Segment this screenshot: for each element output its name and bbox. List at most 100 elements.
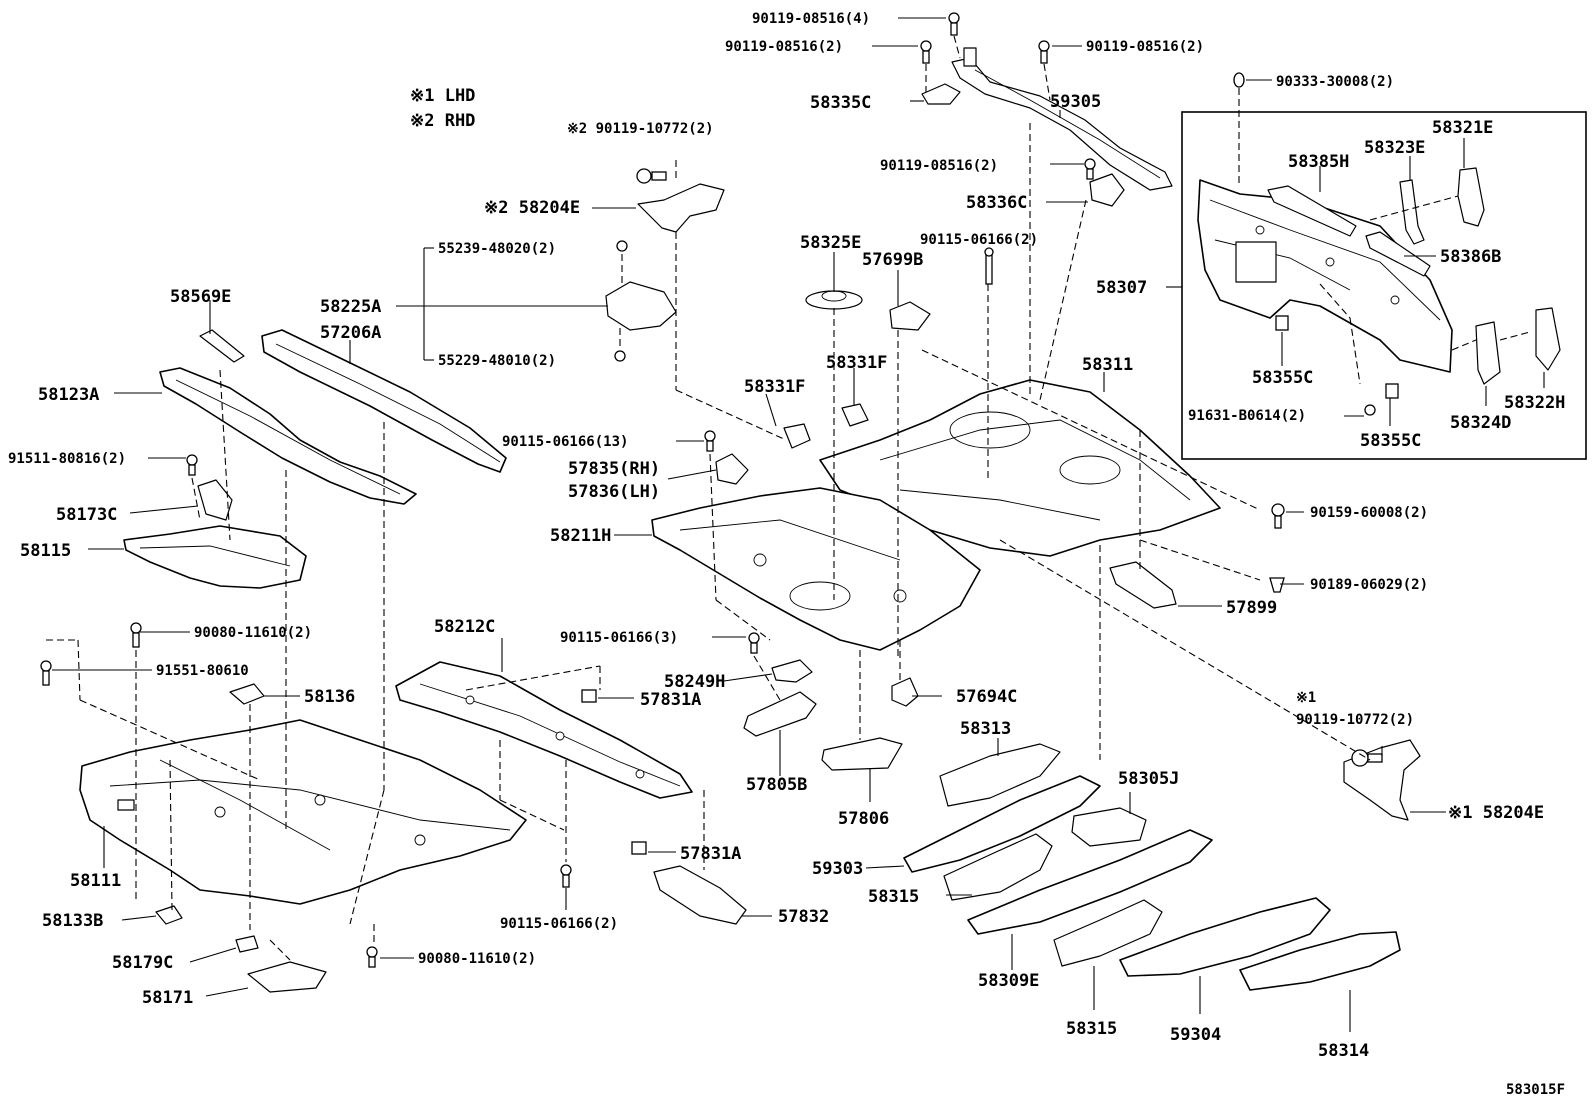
label-58173C: 58173C — [56, 505, 117, 525]
part-58322H — [1535, 307, 1561, 371]
label-58355C-b: 58355C — [1360, 431, 1421, 451]
label-57699B: 57699B — [862, 250, 923, 270]
label-57835: 57835(RH) — [568, 459, 660, 479]
assembly-dashed-lines — [46, 35, 1531, 961]
label-57899: 57899 — [1226, 598, 1277, 618]
part-57831A-clip-b — [631, 841, 647, 855]
label-58171: 58171 — [142, 988, 193, 1008]
part-58331F-b — [841, 403, 869, 427]
diagram-code: 583015F — [1506, 1082, 1565, 1098]
part-58355C-clip-b — [1385, 383, 1399, 399]
label-57832: 57832 — [778, 907, 829, 927]
label-58179C: 58179C — [112, 953, 173, 973]
part-58179C — [235, 935, 259, 953]
label-90115-06166-2b: 90115-06166(2) — [500, 916, 618, 932]
label-91511-80816: 91511-80816(2) — [8, 451, 126, 467]
label-57836: 57836(LH) — [568, 482, 660, 502]
label-58386B: 58386B — [1440, 247, 1501, 267]
part-58331F-a — [783, 423, 811, 449]
label-note1-58204E: ※1 58204E — [1448, 803, 1544, 823]
part-58314 — [1239, 931, 1401, 991]
label-58136: 58136 — [304, 687, 355, 707]
label-59304: 59304 — [1170, 1025, 1221, 1045]
label-58311: 58311 — [1082, 355, 1133, 375]
part-57832 — [653, 865, 747, 925]
part-58569E — [199, 329, 245, 363]
part-58173C — [197, 479, 233, 521]
part-57694C — [891, 677, 919, 707]
leader-lines — [52, 17, 1545, 1032]
label-58385H: 58385H — [1288, 152, 1349, 172]
label-57694C: 57694C — [956, 687, 1017, 707]
sub-assembly-box — [1181, 111, 1587, 460]
part-58336C-bracket — [1089, 173, 1125, 207]
part-58324D — [1475, 321, 1501, 385]
part-58305J — [1071, 807, 1147, 847]
label-note2-58204E: ※2 58204E — [484, 198, 580, 218]
part-57805B — [743, 691, 817, 737]
part-59305-rail — [951, 47, 1173, 191]
label-58307: 58307 — [1096, 278, 1147, 298]
label-55229-48010: 55229-48010(2) — [438, 353, 556, 369]
label-58331F-b: 58331F — [826, 353, 887, 373]
label-90333-30008: 90333-30008(2) — [1276, 74, 1394, 90]
part-58355C-clip-a — [1275, 315, 1289, 331]
part-57831A-clip-a — [581, 689, 597, 703]
part-58204E-rhd — [637, 183, 725, 233]
part-58115 — [123, 525, 307, 589]
label-58324D: 58324D — [1450, 413, 1511, 433]
part-58315-b — [1053, 899, 1163, 967]
label-58212C: 58212C — [434, 617, 495, 637]
label-90159-60008: 90159-60008(2) — [1310, 505, 1428, 521]
label-59305: 59305 — [1050, 92, 1101, 112]
part-58133B — [155, 905, 183, 925]
label-58305J: 58305J — [1118, 769, 1179, 789]
part-58136 — [229, 683, 265, 705]
part-58309E — [967, 829, 1213, 935]
part-58225A-bracket — [605, 281, 677, 331]
label-57805B: 57805B — [746, 775, 807, 795]
label-91551-80610: 91551-80610 — [156, 663, 249, 679]
label-note2-90119-10772: ※2 90119-10772(2) — [567, 121, 714, 137]
part-57806 — [821, 737, 903, 771]
label-58335C: 58335C — [810, 93, 871, 113]
label-58331F-a: 58331F — [744, 377, 805, 397]
label-90080-11610-b: 90080-11610(2) — [418, 951, 536, 967]
label-note1: ※1 — [1296, 690, 1316, 706]
label-58355C-a: 58355C — [1252, 368, 1313, 388]
label-58111: 58111 — [70, 871, 121, 891]
part-57206A-crossmember — [261, 329, 507, 473]
label-59303: 59303 — [812, 859, 863, 879]
label-90080-11610-a: 90080-11610(2) — [194, 625, 312, 641]
label-90119-08516-2b: 90119-08516(2) — [1086, 39, 1204, 55]
label-58133B: 58133B — [42, 911, 103, 931]
part-58123A — [159, 367, 417, 505]
label-90119-08516-2a: 90119-08516(2) — [725, 39, 843, 55]
part-57699B — [889, 301, 931, 331]
label-90119-08516-4: 90119-08516(4) — [752, 11, 870, 27]
label-91631-b0614: 91631-B0614(2) — [1188, 408, 1306, 424]
label-58321E: 58321E — [1432, 118, 1493, 138]
label-90189-06029: 90189-06029(2) — [1310, 577, 1428, 593]
label-58123A: 58123A — [38, 385, 99, 405]
label-58322H: 58322H — [1504, 393, 1565, 413]
part-58323E — [1399, 179, 1425, 245]
part-58307-panel — [1197, 179, 1453, 373]
part-57899 — [1109, 561, 1177, 609]
part-58385H — [1267, 185, 1357, 237]
label-58315-a: 58315 — [868, 887, 919, 907]
label-90119-10772-b: 90119-10772(2) — [1296, 712, 1414, 728]
label-90115-06166-2a: 90115-06166(2) — [920, 232, 1038, 248]
part-labels: 90119-08516(4) 90119-08516(2) 90119-0851… — [8, 11, 1565, 1061]
label-57206A: 57206A — [320, 323, 381, 343]
label-58309E: 58309E — [978, 971, 1039, 991]
label-90115-06166-13: 90115-06166(13) — [502, 434, 628, 450]
label-55239-48020: 55239-48020(2) — [438, 241, 556, 257]
part-58325E-plug — [805, 290, 863, 310]
part-57835-bracket — [715, 453, 749, 485]
bolt-icons — [40, 12, 1383, 968]
label-58569E: 58569E — [170, 287, 231, 307]
part-59304 — [1119, 897, 1331, 977]
part-58321E — [1457, 167, 1485, 227]
